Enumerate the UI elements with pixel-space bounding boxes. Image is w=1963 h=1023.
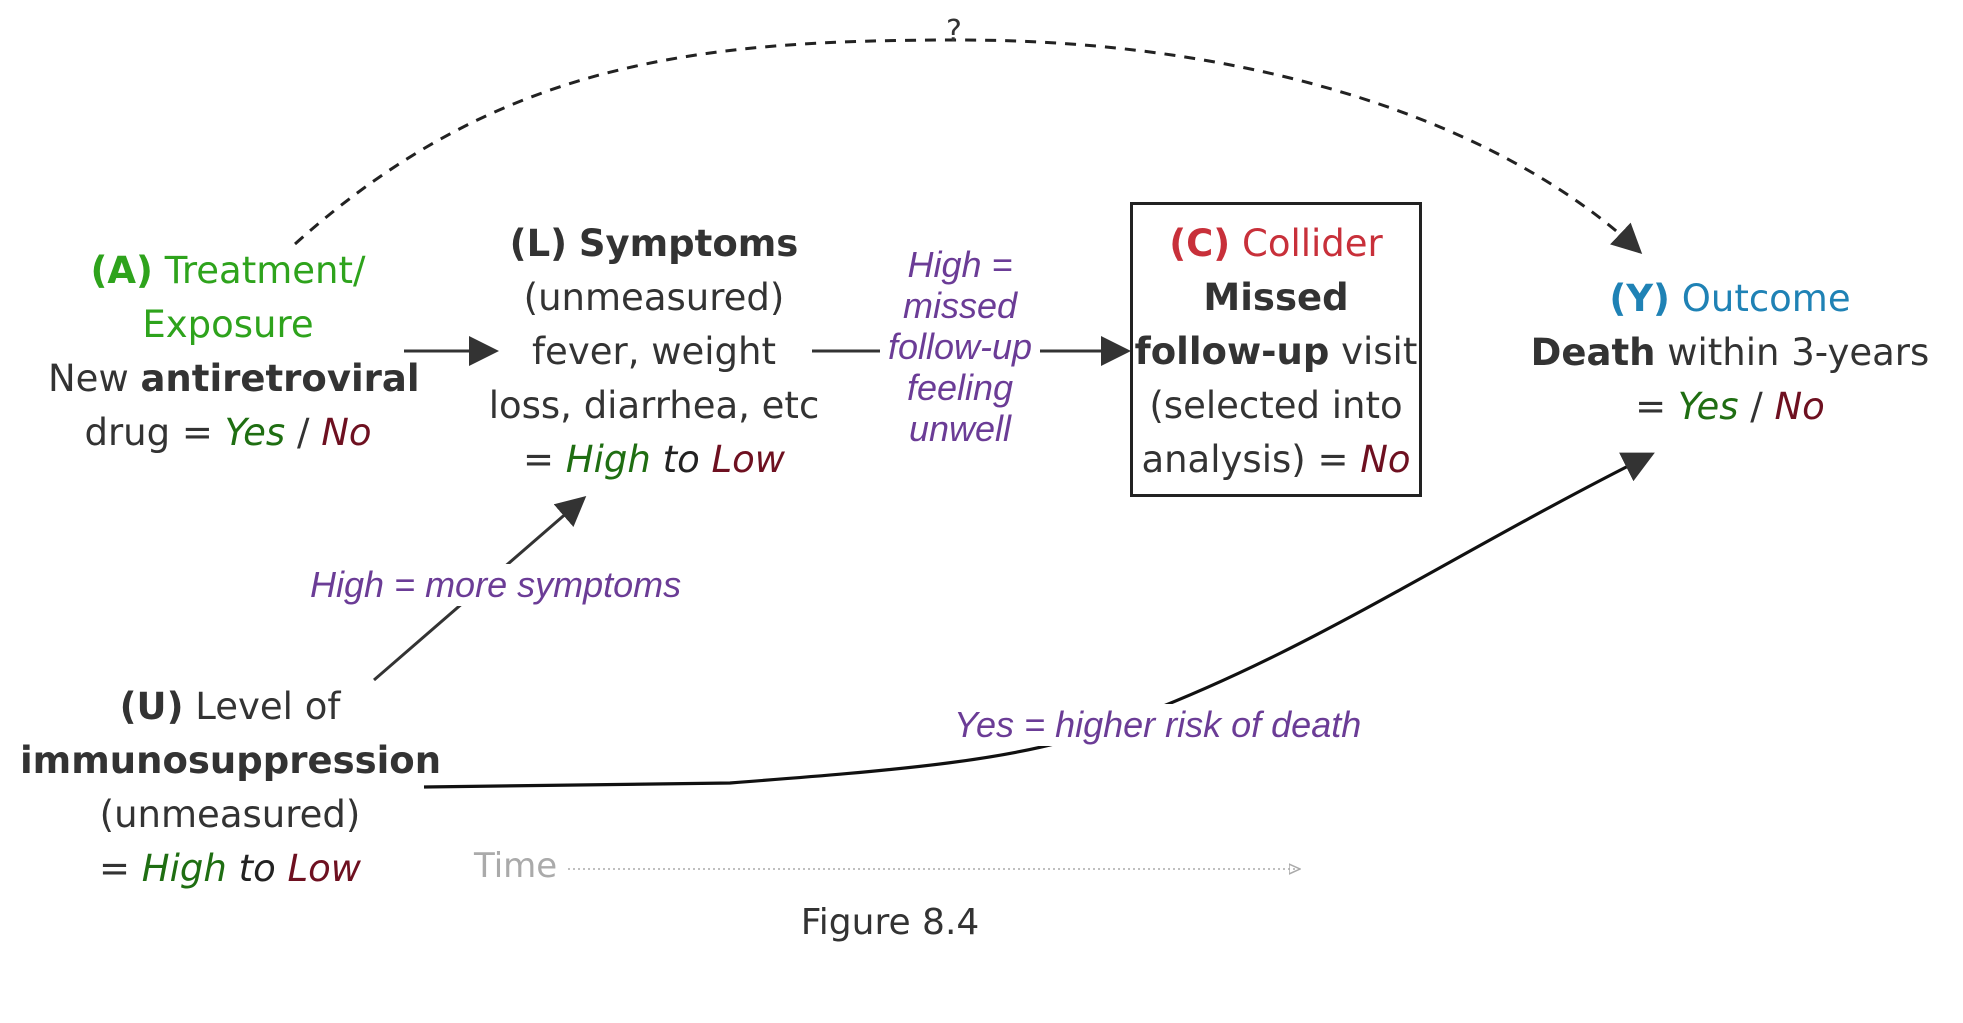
node-c-line2: Missed [1203, 276, 1349, 319]
label-l-to-c-line2: missed [902, 285, 1018, 326]
node-u-title: Level of [183, 685, 341, 728]
label-l-to-c-line5: unwell [908, 408, 1012, 449]
node-a-no: No [321, 411, 372, 454]
node-a-treatment: (A) Treatment/ Exposure New antiretrovir… [48, 244, 420, 460]
node-y-tag: (Y) [1609, 277, 1670, 320]
label-l-to-c-line3: follow-up [880, 326, 1040, 367]
node-l-line3: fever, weight [532, 330, 776, 373]
edge-a-to-y-dashed [293, 38, 1643, 255]
node-c-line3-bold: follow-up [1134, 330, 1330, 373]
node-a-yes: Yes [224, 411, 286, 454]
node-c-collider: (C) Collider Missed follow-up visit (sel… [1130, 217, 1422, 487]
node-u-low: Low [287, 847, 361, 890]
node-l-line2: (unmeasured) [523, 276, 785, 319]
time-axis-label: Time [474, 846, 558, 886]
node-l-title: Symptoms [578, 222, 799, 265]
node-c-collider-box [1130, 202, 1422, 497]
node-l-symptoms: (L) Symptoms (unmeasured) fever, weight … [482, 217, 826, 487]
node-l-tag: (L) [509, 222, 568, 265]
node-a-drug: antiretroviral [140, 357, 420, 400]
node-c-tag: (C) [1169, 222, 1231, 265]
node-a-slash: / [285, 411, 322, 454]
node-y-outcome: (Y) Outcome Death within 3-years = Yes /… [1530, 272, 1930, 434]
node-a-tag: (A) [90, 249, 153, 292]
node-l-high: High [565, 438, 651, 481]
node-c-title: Collider [1241, 222, 1383, 265]
question-mark-label: ? [946, 14, 962, 49]
node-l-low: Low [711, 438, 785, 481]
node-c-line5-pre: analysis) = [1141, 438, 1361, 481]
label-l-to-c-line1: High = [907, 244, 1013, 285]
node-u-to: to [226, 847, 288, 890]
node-y-slash: / [1738, 385, 1775, 428]
node-c-no: No [1360, 438, 1411, 481]
figure-caption: Figure 8.4 [800, 902, 980, 943]
node-u-tag: (U) [119, 685, 184, 728]
node-l-to: to [650, 438, 712, 481]
node-u-immunosuppression: (U) Level of immunosuppression (unmeasur… [20, 680, 442, 896]
node-y-line2-post: within 3-years [1655, 331, 1930, 374]
node-l-line4: loss, diarrhea, etc [488, 384, 820, 427]
node-a-title-2: Exposure [142, 303, 314, 346]
node-c-line3-post: visit [1329, 330, 1418, 373]
node-y-no: No [1774, 385, 1825, 428]
node-y-line3-pre: = [1635, 385, 1678, 428]
label-u-to-l: High = more symptoms [306, 564, 686, 606]
label-l-to-c: High = missed follow-up feeling unwell [880, 244, 1040, 449]
node-y-title: Outcome [1681, 277, 1851, 320]
node-u-line2: immunosuppression [20, 739, 442, 782]
node-a-title: Treatment/ [164, 249, 366, 292]
node-a-line4-pre: drug = [84, 411, 225, 454]
label-u-to-y: Yes = higher risk of death [950, 704, 1366, 746]
node-c-line4: (selected into [1149, 384, 1403, 427]
node-l-line5-pre: = [523, 438, 566, 481]
node-y-death: Death [1530, 331, 1656, 374]
node-u-high: High [141, 847, 227, 890]
node-u-line3: (unmeasured) [99, 793, 361, 836]
node-u-line4-pre: = [99, 847, 142, 890]
node-y-yes: Yes [1677, 385, 1739, 428]
node-a-line3-pre: New [48, 357, 141, 400]
label-l-to-c-line4: feeling [906, 367, 1014, 408]
